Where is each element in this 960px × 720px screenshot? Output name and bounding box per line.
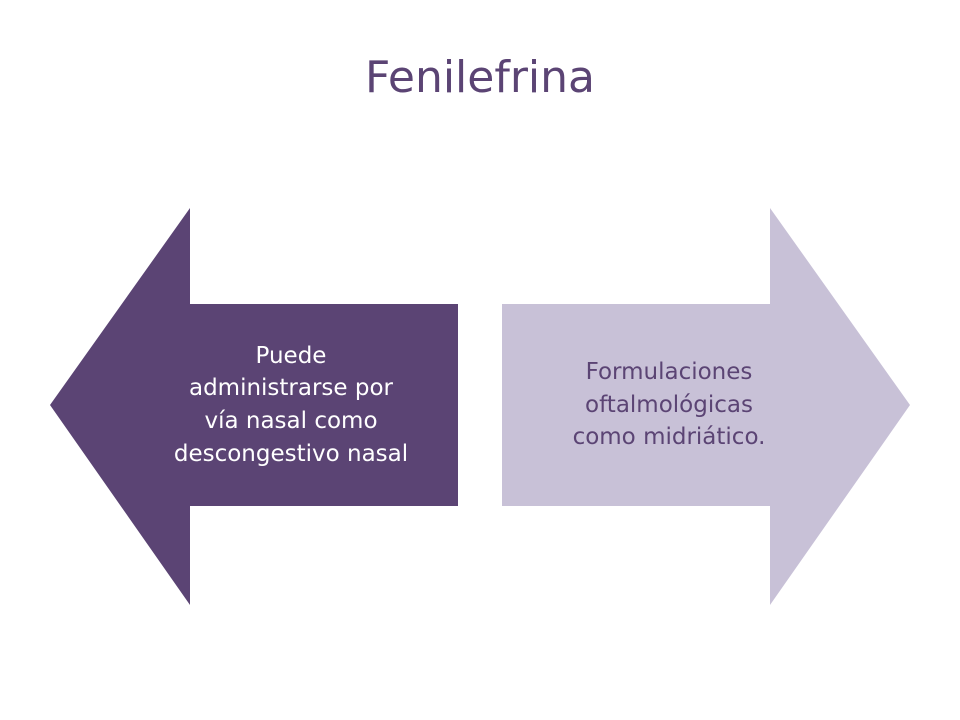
- left-arrow-text: Puede administrarse por vía nasal como d…: [173, 342, 409, 467]
- slide-title: Fenilefrina: [364, 52, 596, 103]
- left-arrow-shape: [50, 208, 458, 605]
- right-arrow-text: Formulaciones oftalmológicas como midriá…: [572, 359, 766, 451]
- right-arrow-shape: [502, 208, 910, 605]
